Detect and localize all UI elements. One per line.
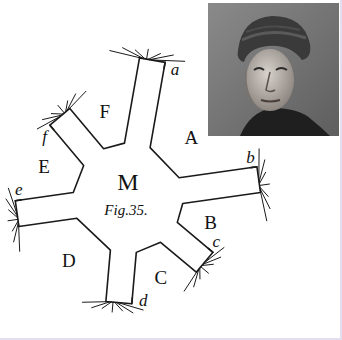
end-letter: a [171, 61, 180, 78]
frame-edge [340, 0, 342, 340]
end-letter: b [246, 148, 255, 165]
end-letter: f [42, 128, 47, 145]
vessel-figure [6, 48, 270, 313]
tube-hook [15, 199, 21, 201]
figure-number: Fig.35. [104, 203, 147, 218]
centre-letter: M [117, 170, 138, 194]
side-letter: B [204, 212, 217, 231]
fibre-tuft [110, 48, 185, 62]
tube-hook [164, 62, 165, 68]
end-letter: d [139, 291, 148, 308]
side-letter: C [155, 268, 168, 287]
side-letter: D [62, 251, 76, 270]
fibre-tuft [37, 91, 86, 129]
side-letter: E [38, 156, 50, 175]
vessel-outline [15, 58, 260, 304]
fibre-tuft [184, 248, 224, 292]
portrait [208, 3, 339, 136]
fibre-tuft [6, 188, 20, 251]
fibre-tuft [82, 302, 143, 313]
tube-hook [131, 298, 133, 304]
tube-hook [50, 125, 54, 130]
side-letter: F [99, 102, 110, 121]
tube-hook [208, 248, 213, 252]
side-letter: A [184, 127, 198, 146]
tube-hook [251, 166, 257, 168]
fibre-tuft [259, 149, 270, 221]
frame-edge [0, 338, 342, 340]
end-letter: c [212, 232, 220, 249]
end-letter: e [15, 181, 23, 198]
